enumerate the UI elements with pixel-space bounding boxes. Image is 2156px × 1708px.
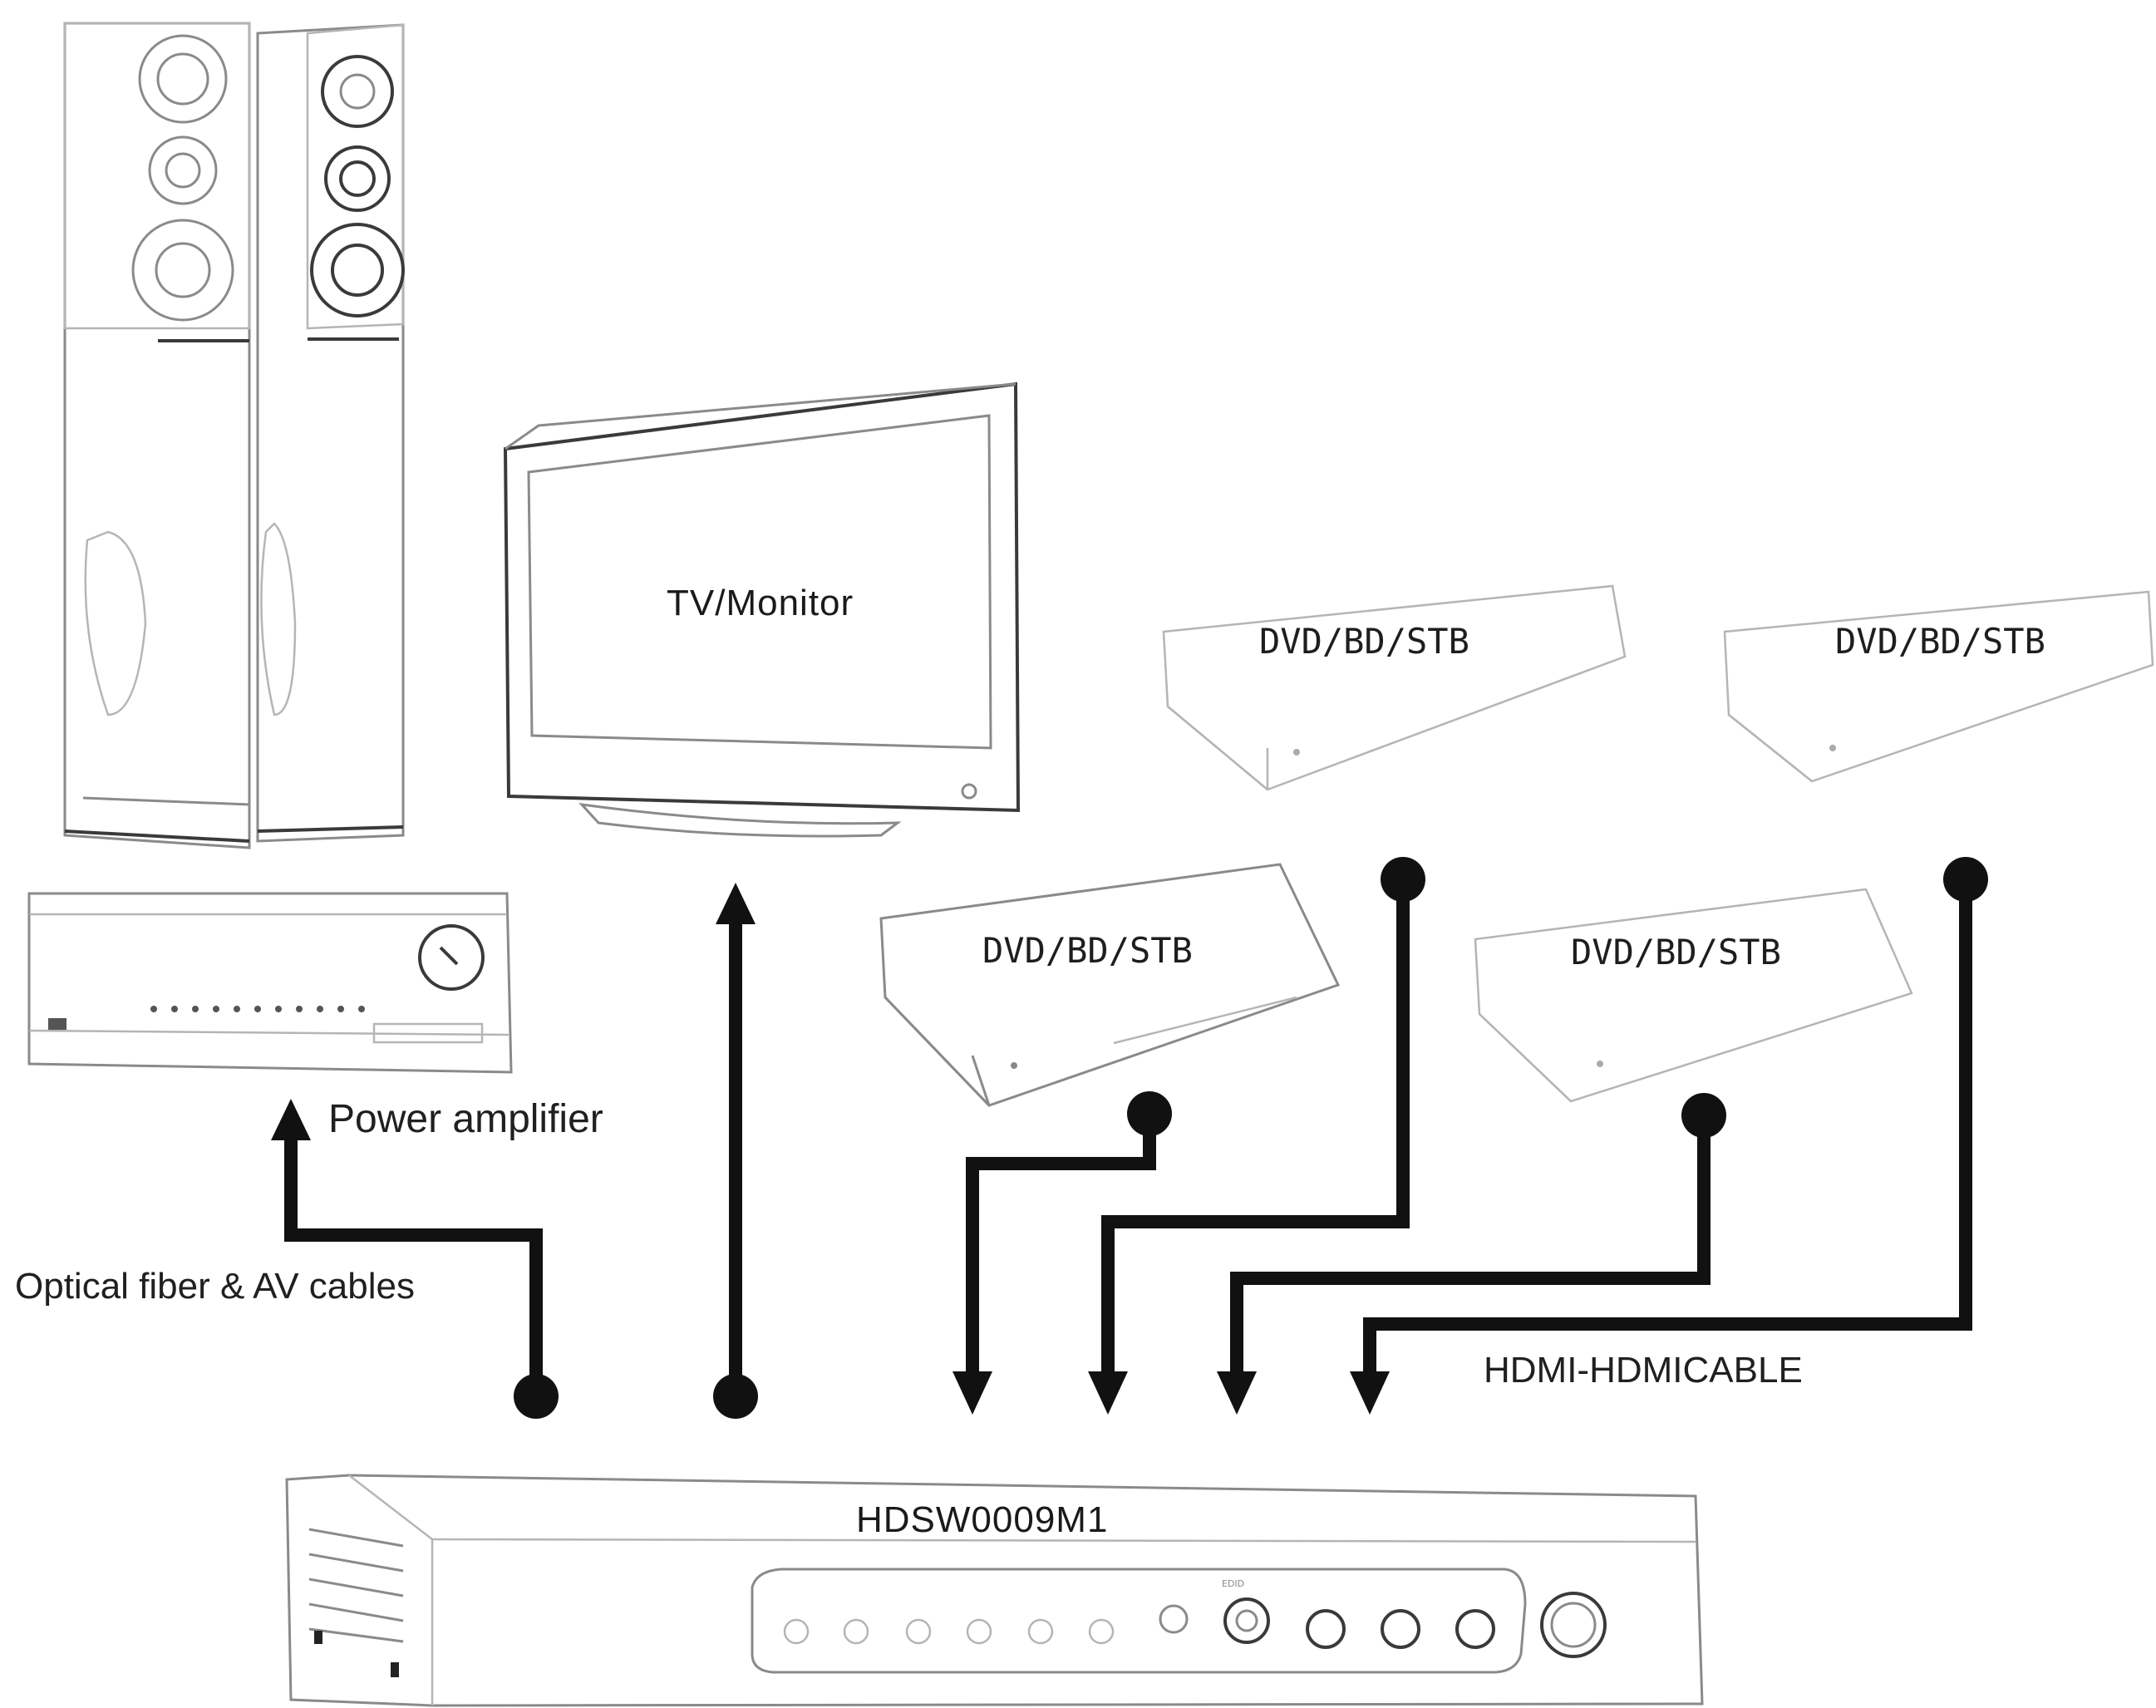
power-amplifier-device xyxy=(27,892,513,1074)
player-mid-left: DVD/BD/STB xyxy=(879,863,1341,1107)
switch-model-label: HDSW0009M1 xyxy=(856,1499,1108,1540)
cable-input-4 xyxy=(1350,857,1988,1415)
player-top-left-label: DVD/BD/STB xyxy=(1259,621,1469,662)
cables xyxy=(271,857,1988,1419)
switch-input-buttons xyxy=(783,1597,1495,1649)
hdmi-switch-device: EDID HDSW0009M1 xyxy=(285,1474,1704,1707)
speakers xyxy=(63,22,405,849)
cable-input-2 xyxy=(1088,857,1425,1415)
player-mid-right: DVD/BD/STB xyxy=(1474,888,1913,1103)
switch-vent xyxy=(308,1528,404,1677)
power-amplifier-label: Power amplifier xyxy=(328,1097,603,1141)
speaker-right xyxy=(256,23,405,843)
player-top-left: DVD/BD/STB xyxy=(1162,584,1627,791)
amplifier-buttons xyxy=(150,1006,365,1012)
player-top-right-label: DVD/BD/STB xyxy=(1835,621,2045,662)
player-top-right: DVD/BD/STB xyxy=(1723,590,2154,783)
speaker-left xyxy=(63,22,251,849)
hdmi-cable-label: HDMI-HDMICABLE xyxy=(1484,1350,1803,1391)
optical-cables-label: Optical fiber & AV cables xyxy=(15,1266,415,1307)
tv-monitor-device: TV/Monitor xyxy=(503,381,1021,838)
player-mid-left-label: DVD/BD/STB xyxy=(982,930,1193,971)
cable-input-3 xyxy=(1217,1093,1726,1415)
cable-optical-to-amplifier xyxy=(271,1099,559,1419)
svg-text:EDID: EDID xyxy=(1222,1578,1244,1589)
player-mid-right-label: DVD/BD/STB xyxy=(1571,932,1781,972)
cable-hdmi-to-tv xyxy=(713,883,758,1419)
tv-monitor-label: TV/Monitor xyxy=(667,583,854,623)
cable-input-1 xyxy=(952,1091,1172,1415)
